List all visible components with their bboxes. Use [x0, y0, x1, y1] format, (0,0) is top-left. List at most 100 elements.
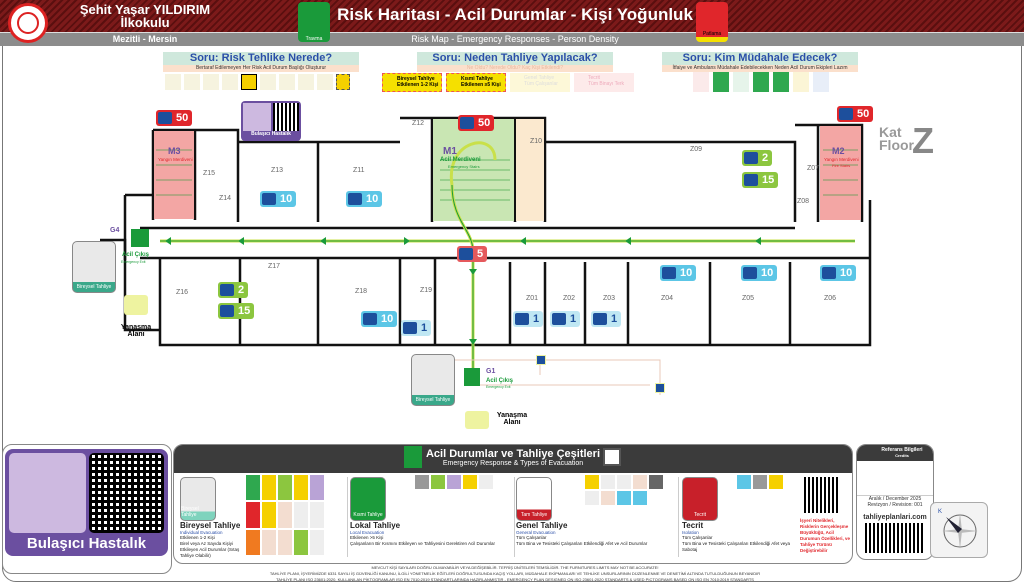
vehicle-accident-icon: [246, 529, 260, 555]
sign-label: Kısmi Tahliye: [353, 512, 383, 518]
local-sign-icon: Kısmi Tahliye: [350, 477, 386, 521]
hazard-icon: [294, 502, 308, 528]
sign-label: Tam Tahliye: [520, 512, 548, 518]
hazard-icon: [278, 502, 292, 528]
room-z05: Z05: [742, 295, 755, 302]
earthquake-icon: [649, 475, 663, 489]
badge-value: 15: [762, 174, 775, 186]
badge-value: 1: [570, 313, 577, 325]
floor-kat: Kat: [879, 124, 902, 140]
room-z10-fill: [516, 119, 544, 221]
threat-icon: [617, 491, 631, 505]
school-line2: İlkokulu: [120, 15, 170, 30]
legend-header: Acil Durumlar ve Tahliye Çeşitleri Emerg…: [174, 445, 852, 473]
explosion-label: Patlama: [702, 31, 722, 37]
fire-team-icon: [693, 72, 709, 92]
stair-m2: [820, 126, 861, 220]
exit-g4-text: Acil Çıkış: [122, 252, 150, 258]
footer-line2: TAHLİYE PLANI, İŞYERİMİZDE 6331 SAYILI İ…: [269, 571, 761, 576]
local-hazard-icons: [415, 475, 493, 489]
type-name: Bireysel Tahliye: [180, 521, 241, 530]
exit-sign-icon: [131, 229, 149, 247]
floor-plan: [100, 116, 872, 395]
compass-rose-icon: [942, 513, 978, 549]
ministry-logo: [8, 3, 48, 43]
infect-tag-label: Bulaşıcı Hastalık: [251, 131, 291, 137]
room-z13: Z13: [271, 167, 284, 174]
credits-body: Aralık / December 2025 Revizyon / Revisi…: [857, 495, 933, 553]
badge-value: 2: [238, 284, 245, 296]
badge-value: 50: [478, 117, 491, 129]
poisoning-icon: [431, 475, 445, 489]
infectious-disease-tag: Bulaşıcı Hastalık: [241, 101, 301, 141]
type-en: Individual Evacuation: [180, 530, 223, 535]
question-title: Soru: Risk Tehlike Nerede?: [163, 52, 359, 65]
type-en: Isolation: [682, 530, 699, 535]
type-desc: Tüm Bina ve Tesisteki Çalışanları Etkile…: [682, 541, 790, 552]
individual-hazard-icons: [246, 475, 331, 555]
badge-value: 50: [176, 112, 189, 124]
hazard-icon: [601, 475, 615, 489]
badge-stair-m3: 50: [156, 110, 193, 126]
legend-title: Acil Durumlar ve Tahliye Çeşitleri: [425, 448, 601, 460]
badge-value: 10: [761, 267, 774, 279]
iso-qr-codes: [865, 523, 925, 553]
infection-icon: [447, 475, 461, 489]
hazard-icon: [753, 475, 767, 489]
badge-z01: 1: [513, 311, 544, 327]
biohazard-icon: [241, 74, 257, 90]
credits-revision: Revizyon / Revision: 001: [867, 502, 923, 508]
room-z04: Z04: [661, 295, 674, 302]
sign-label: Bireysel Tahliye: [76, 284, 112, 290]
hazard-icon: [601, 491, 615, 505]
qr-code: [273, 103, 299, 131]
room-z02: Z02: [563, 295, 576, 302]
security-team-icon: [813, 72, 829, 92]
page-title: Risk Haritası - Acil Durumlar - Kişi Yoğ…: [337, 5, 693, 24]
chip-sub: Etkilenen 1-2 Kişi: [397, 82, 439, 88]
stair-m2-label-en: Fire Stairs: [832, 163, 851, 168]
exit-g4-label: G4: [110, 227, 120, 234]
badge-z13: 10: [260, 191, 297, 207]
question-sub: Ne Oldu? Nerede Oldu? Kaç Kişi Etkilendi…: [417, 65, 613, 72]
accessibility-icon: [655, 383, 665, 393]
legend-subtitle: Emergency Response & Types of Evacuation: [442, 460, 584, 467]
technical-team-icon: [793, 72, 809, 92]
isolation-sign-icon: Tecrit: [682, 477, 718, 521]
room-z07: Z07: [807, 165, 820, 172]
hazard-icon: [617, 475, 631, 489]
room-z09: Z09: [690, 146, 703, 153]
stair-m1-label-en: Emergency Stairs: [448, 164, 480, 169]
badge-z04: 10: [660, 265, 697, 281]
badge-value: 10: [381, 313, 394, 325]
badge-z17-dining: 15: [218, 303, 255, 319]
assembly-line1: Yanaşma: [496, 412, 528, 419]
credits-website[interactable]: tahliyeplanlari.com: [863, 514, 927, 521]
type-who: Etkilenen >5 Kişi: [350, 535, 384, 540]
type-desc: Birel veya Az Sayıda Kişiyi Etkileyen Ac…: [180, 541, 240, 558]
general-sign-icon: Tam Tahliye: [516, 477, 552, 521]
search-team-icon: [773, 72, 789, 92]
electric-shock-icon: [262, 475, 276, 501]
explosion-icon: Patlama: [696, 2, 728, 42]
compass: K: [930, 502, 988, 558]
sabotage-icon: [633, 491, 647, 505]
room-z16: Z16: [176, 289, 189, 296]
heart-attack-icon: [246, 502, 260, 528]
room-m3: M3: [168, 146, 181, 156]
badge-z03: 1: [591, 311, 622, 327]
assembly-line2: Alanı: [503, 419, 521, 426]
divider: [347, 477, 348, 557]
room-z17: Z17: [268, 263, 281, 270]
room-z15: Z15: [203, 170, 216, 177]
badge-value: 15: [238, 305, 251, 317]
hazard-icon: [585, 491, 599, 505]
accessibility-icon: [536, 355, 546, 365]
chip-label: Bireysel Tahliye: [397, 76, 435, 82]
